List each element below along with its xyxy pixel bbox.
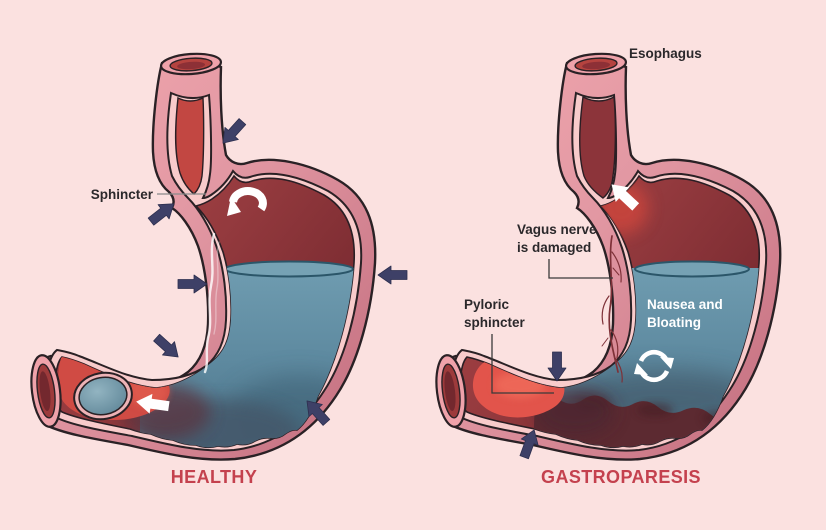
rugae-highlight [203, 232, 220, 374]
pyloric-sphincter-label: Pyloric sphincter [464, 297, 525, 330]
gastroparesis-title: GASTROPARESIS [541, 467, 701, 487]
esophagus-lumen [174, 96, 205, 195]
damaged-vagus-nerve [601, 235, 623, 383]
sphincter-label: Sphincter [90, 187, 153, 202]
healthy-title: HEALTHY [170, 467, 258, 487]
churn-arrow-icon [227, 187, 267, 216]
vagus-nerve-label: Vagus nerve is damaged [517, 222, 597, 255]
leader-lines [157, 193, 613, 394]
stasis-cycle-icon [634, 349, 674, 383]
fluid-surface [224, 260, 354, 278]
esophagus-label: Esophagus [629, 46, 702, 61]
fluid-surface [634, 260, 750, 278]
vagus-leader-line [548, 259, 613, 279]
food-bolus [73, 371, 133, 421]
pyloric-leader-line [491, 334, 554, 394]
esophagus-lumen [579, 95, 617, 199]
symptoms-label: Nausea and Bloating [647, 297, 723, 330]
